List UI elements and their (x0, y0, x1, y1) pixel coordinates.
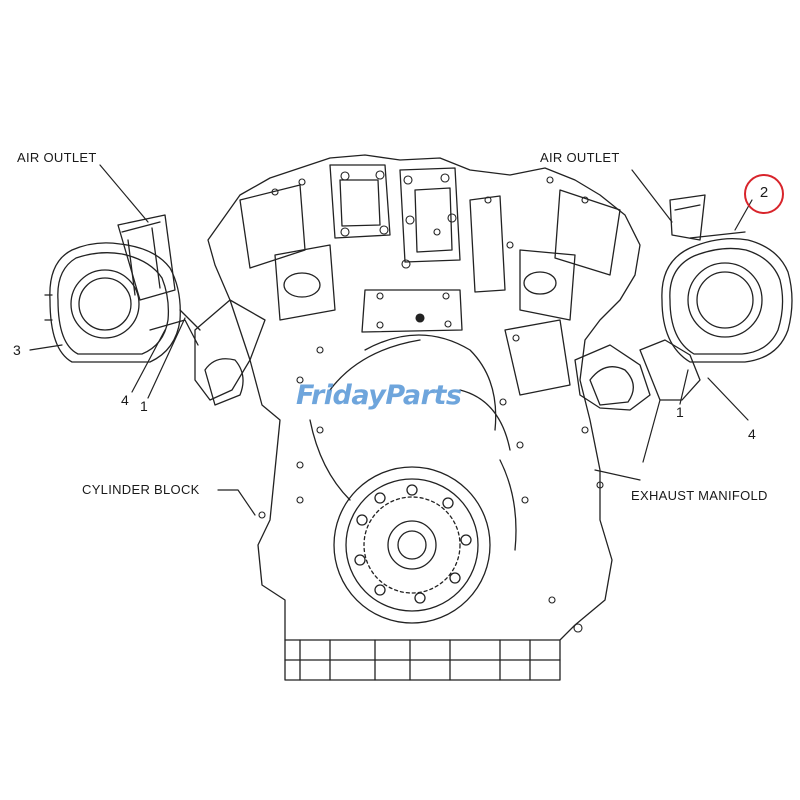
label-air-outlet-left: AIR OUTLET (17, 150, 97, 165)
callout-1-right: 1 (676, 404, 684, 420)
callout-3: 3 (13, 342, 21, 358)
callout-4-left: 4 (121, 392, 129, 408)
label-air-outlet-right: AIR OUTLET (540, 150, 620, 165)
engine-block-outline (207, 154, 641, 681)
label-cylinder-block: CYLINDER BLOCK (82, 482, 200, 497)
cylinder-heads (239, 164, 621, 396)
callout-2-highlighted: 2 (744, 174, 784, 214)
callout-4-right: 4 (748, 426, 756, 442)
bolts (258, 170, 604, 633)
front-damper (333, 466, 491, 624)
watermark-logo: FridayParts (296, 380, 462, 411)
callout-1-left: 1 (140, 398, 148, 414)
leader-lines (29, 164, 753, 516)
right-turbocharger (661, 194, 793, 363)
front-cover (309, 334, 517, 551)
left-manifold (149, 299, 266, 406)
label-exhaust-manifold: EXHAUST MANIFOLD (631, 488, 768, 503)
left-turbocharger (44, 214, 181, 363)
